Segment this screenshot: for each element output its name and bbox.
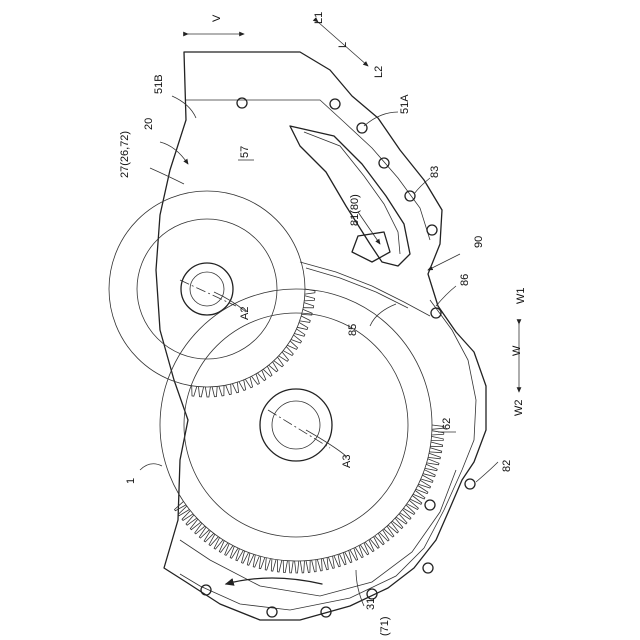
rib-86-2 <box>306 268 408 308</box>
label-90: 90 <box>473 236 485 248</box>
lower-gear-bore <box>272 401 320 449</box>
lower-gear-boss <box>260 389 332 461</box>
upper-gear-teeth <box>192 289 315 397</box>
bolt-hole <box>379 158 389 168</box>
upper-gear-bore <box>190 272 224 306</box>
label-81: 81(80) <box>349 194 361 226</box>
lower-gear-teeth <box>175 425 445 573</box>
label-v: V <box>211 14 223 22</box>
label-w1: W1 <box>515 288 527 305</box>
arrow-81 <box>358 212 380 244</box>
bolt-hole <box>405 191 415 201</box>
label-83: 83 <box>429 166 441 178</box>
leader-1 <box>140 464 162 470</box>
label-27: 27(26,72) <box>119 131 131 178</box>
bolt-hole <box>423 563 433 573</box>
leader-82 <box>476 462 498 482</box>
rotation-arrow-lower <box>226 578 322 584</box>
lower-gear <box>160 289 444 573</box>
flange-line <box>186 100 430 240</box>
leader-86 <box>436 286 456 306</box>
bolt-hole <box>465 479 475 489</box>
case-outline <box>156 52 486 620</box>
flange-line-lower <box>180 470 456 596</box>
label-51b: 51B <box>153 74 165 94</box>
leader-51a <box>364 112 398 126</box>
upper-gear <box>109 191 315 397</box>
rotation-arrow-20 <box>160 142 188 164</box>
label-57: 57 <box>239 146 251 158</box>
label-82: 82 <box>501 460 513 472</box>
bolt-hole <box>425 500 435 510</box>
bolt-hole <box>330 99 340 109</box>
bolt-hole <box>267 607 277 617</box>
leader-85 <box>370 304 396 326</box>
label-a3: A3 <box>341 455 353 468</box>
label-1: 1 <box>125 478 137 484</box>
label-85: 85 <box>347 324 359 336</box>
label-l1: L1 <box>313 12 325 24</box>
gear-tooth-profile <box>192 289 315 397</box>
axis-line-a2 <box>180 280 236 306</box>
label-31: 31 <box>365 598 377 610</box>
leader-51b <box>172 96 196 118</box>
axis-line-a3 <box>268 410 330 448</box>
label-w2: W2 <box>513 400 525 417</box>
label-a2: A2 <box>239 307 251 320</box>
gear-tooth-profile <box>175 425 445 573</box>
label-l: L <box>337 42 349 48</box>
bolt-hole <box>237 98 247 108</box>
label-w: W <box>511 345 523 356</box>
label-51a: 51A <box>399 94 411 114</box>
label-l2: L2 <box>373 66 385 78</box>
upper-gear-boss <box>181 263 233 315</box>
label-20: 20 <box>143 118 155 130</box>
label-71: (71) <box>379 616 391 636</box>
label-86: 86 <box>459 274 471 286</box>
bolt-hole <box>427 225 437 235</box>
label-62: 62 <box>441 418 453 430</box>
catch-part <box>352 232 390 262</box>
